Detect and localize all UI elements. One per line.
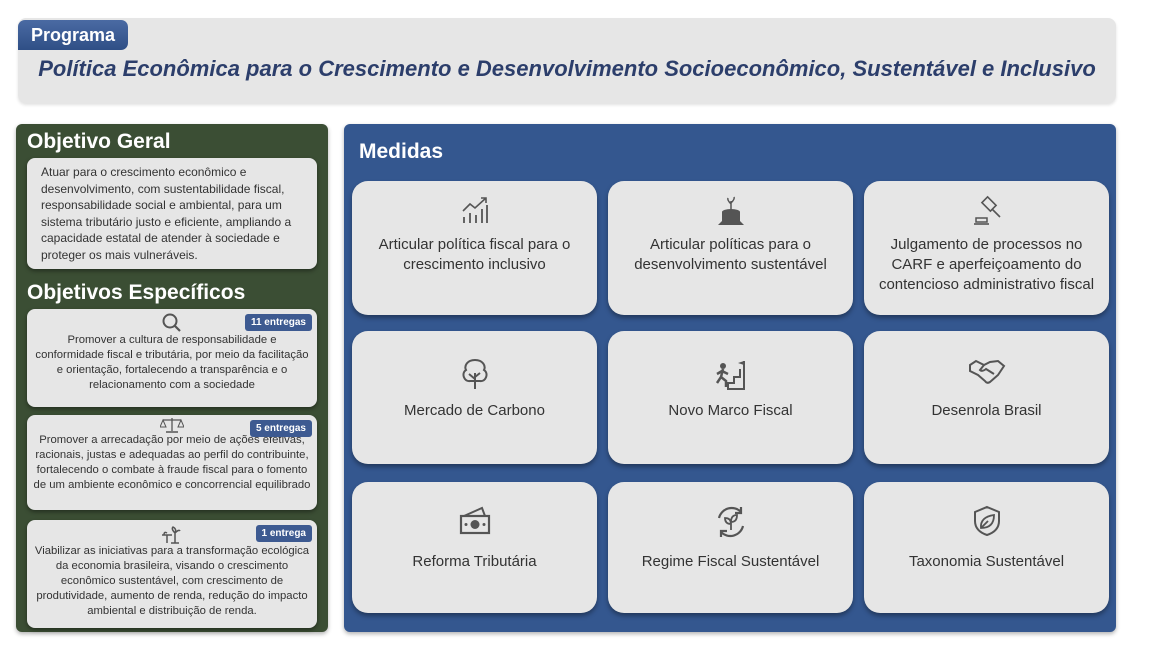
measure-card-desenrola[interactable]: Desenrola Brasil (864, 331, 1109, 464)
measure-card-tax-reform[interactable]: Reforma Tributária (352, 482, 597, 613)
leaf-shield-icon (973, 505, 1000, 537)
measures-heading: Medidas (359, 140, 444, 163)
general-objective-text: Atuar para o crescimento econômico e des… (27, 158, 317, 269)
climb-flag-icon (715, 361, 745, 390)
measure-card-sustainable-regime[interactable]: Regime Fiscal Sustentável (608, 482, 853, 613)
specific-objective-card[interactable]: 11 entregas Promover a cultura de respon… (27, 309, 317, 407)
specific-objective-card[interactable]: 5 entregas Promover a arrecadação por me… (27, 415, 317, 510)
scale-icon (160, 418, 184, 433)
objective-text: Viabilizar as iniciativas para a transfo… (34, 545, 310, 617)
sprout-icon (162, 526, 181, 544)
measure-card-fiscal-framework[interactable]: Novo Marco Fiscal (608, 331, 853, 464)
measure-label: Desenrola Brasil (931, 402, 1042, 419)
money-icon (459, 506, 490, 535)
general-objective-heading: Objetivo Geral (27, 130, 171, 153)
recycle-leaf-icon (717, 506, 744, 538)
program-tab: Programa (18, 20, 128, 50)
measure-label: Novo Marco Fiscal (668, 402, 793, 419)
tree-icon (461, 358, 488, 389)
measure-label: Articular políticas para o desenvolvimen… (634, 236, 827, 273)
deliveries-badge: 11 entregas (244, 314, 312, 331)
gavel-icon (973, 195, 1001, 225)
chart-growth-icon (461, 197, 488, 223)
measure-card-carf[interactable]: Julgamento de processos no CARF e aperfe… (864, 181, 1109, 315)
specific-objectives-heading: Objetivos Específicos (27, 281, 246, 304)
measure-card-carbon-market[interactable]: Mercado de Carbono (352, 331, 597, 464)
measure-label: Regime Fiscal Sustentável (641, 553, 820, 570)
measure-label: Julgamento de processos no CARF e aperfe… (878, 236, 1095, 293)
tree-stump-icon (717, 196, 744, 225)
program-header: Programa Política Econômica para o Cresc… (18, 18, 1116, 103)
program-title: Política Econômica para o Crescimento e … (38, 56, 1096, 81)
measure-card-fiscal-policy[interactable]: Articular política fiscal para o crescim… (352, 181, 597, 315)
measure-label: Taxonomia Sustentável (908, 553, 1065, 570)
objective-text: Promover a arrecadação por meio de ações… (33, 434, 311, 491)
measure-label: Reforma Tributária (412, 553, 537, 570)
search-icon (162, 313, 181, 332)
deliveries-badge: 1 entrega (255, 525, 312, 542)
specific-objective-card[interactable]: 1 entrega Viabilizar as iniciativas para… (27, 520, 317, 628)
measures-panel: Medidas Articular política fiscal para o… (344, 124, 1116, 632)
measure-card-taxonomy[interactable]: Taxonomia Sustentável (864, 482, 1109, 613)
handshake-icon (968, 359, 1005, 384)
measure-label: Articular política fiscal para o crescim… (378, 236, 571, 273)
objectives-panel: Objetivo Geral Atuar para o crescimento … (16, 124, 328, 632)
measure-card-sustainable-development[interactable]: Articular políticas para o desenvolvimen… (608, 181, 853, 315)
deliveries-badge: 5 entregas (249, 420, 312, 437)
objective-text: Promover a cultura de responsabilidade e… (35, 334, 309, 391)
measure-label: Mercado de Carbono (404, 402, 545, 419)
